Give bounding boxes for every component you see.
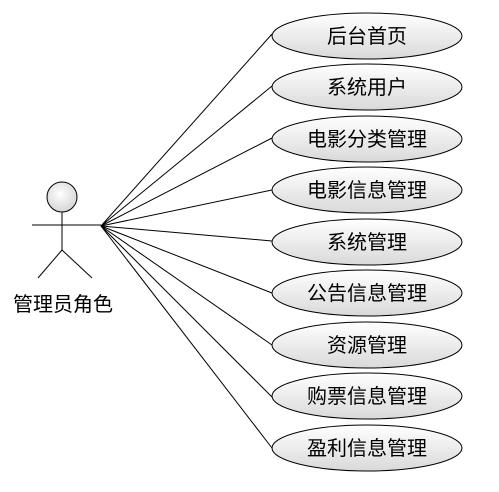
use-case: 资源管理 [271, 321, 463, 369]
use-case: 后台首页 [271, 12, 463, 60]
use-case: 电影分类管理 [271, 115, 463, 163]
use-case: 系统管理 [271, 218, 463, 266]
use-case-label: 购票信息管理 [307, 384, 427, 408]
association-line [100, 225, 273, 449]
use-case-label: 电影信息管理 [307, 178, 427, 202]
use-case: 购票信息管理 [271, 372, 463, 420]
association-line [100, 225, 273, 398]
association-lines [100, 33, 273, 449]
use-case-label: 盈利信息管理 [307, 436, 427, 460]
association-line [100, 189, 273, 227]
use-case-label: 公告信息管理 [307, 281, 427, 305]
use-case-label: 后台首页 [327, 24, 407, 48]
association-line [100, 137, 273, 227]
association-line [100, 225, 273, 346]
association-line [100, 225, 273, 294]
use-case-label: 资源管理 [327, 333, 407, 357]
use-case: 电影信息管理 [271, 166, 463, 214]
use-case: 公告信息管理 [271, 269, 463, 317]
association-line [100, 85, 273, 227]
association-line [100, 225, 273, 242]
actor-right-leg [61, 249, 93, 279]
actor-label: 管理员角色 [13, 292, 113, 316]
use-case-label: 电影分类管理 [307, 127, 427, 151]
actor-left-leg [37, 249, 63, 279]
use-case-label: 系统用户 [327, 75, 407, 99]
actor [32, 181, 101, 279]
actor-head-icon [46, 181, 78, 213]
association-line [100, 33, 273, 227]
use-case: 系统用户 [271, 63, 463, 111]
use-case: 盈利信息管理 [271, 424, 463, 472]
use-case-label: 系统管理 [327, 230, 407, 254]
